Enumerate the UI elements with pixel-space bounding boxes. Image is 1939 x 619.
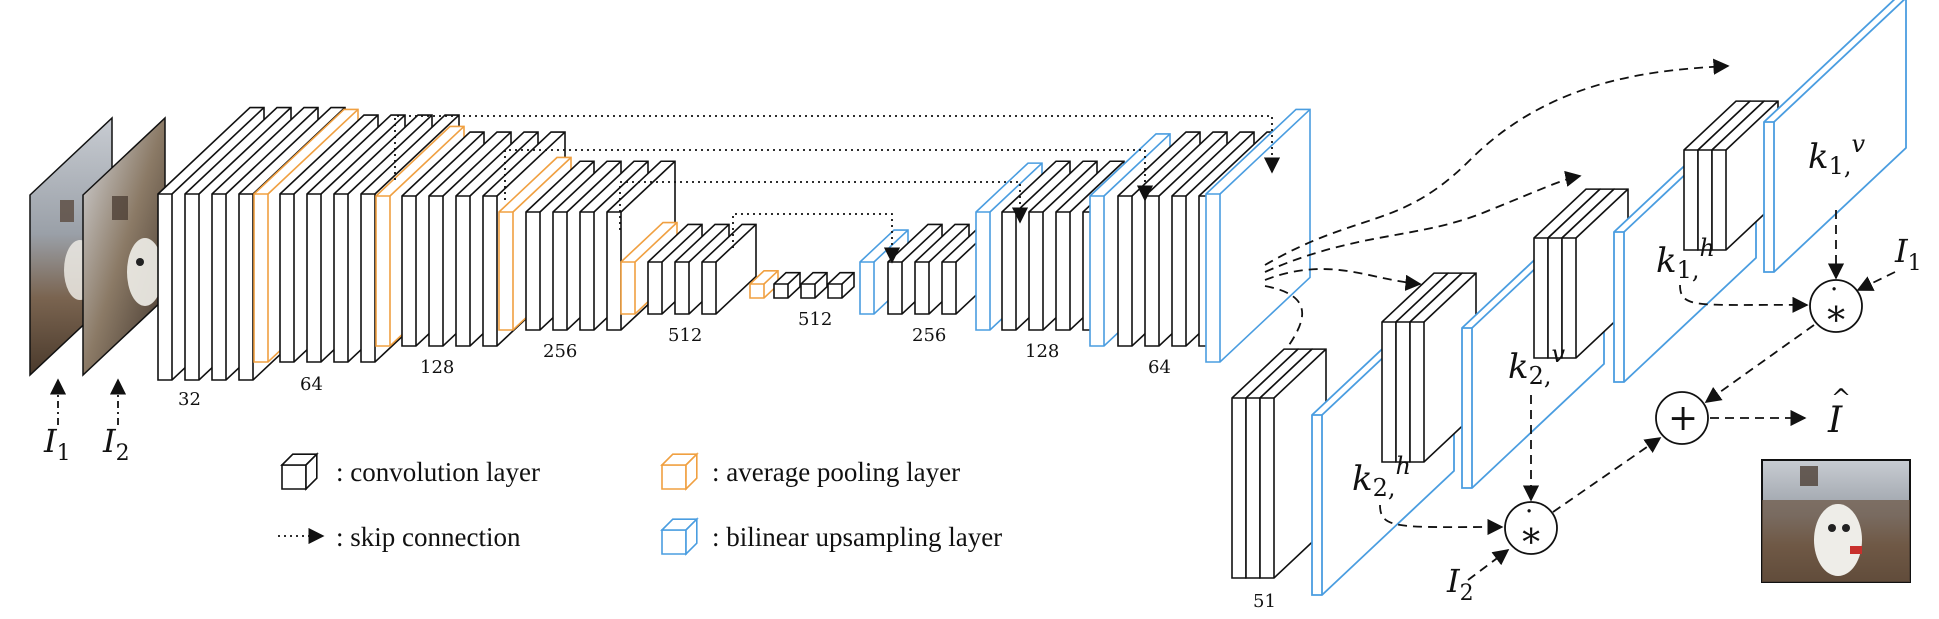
conv-block-512-b-1	[800, 271, 828, 299]
kernel-map-k1v	[1763, 0, 1907, 273]
input-frame-2	[82, 116, 166, 377]
channel-label-32: 32	[178, 389, 201, 410]
conv-block-512-b-0	[773, 271, 801, 299]
sepconv-operator-top: ∗ ·	[1809, 275, 1863, 334]
kernel-conv-k2v-2	[1409, 272, 1477, 463]
pool-layer-5	[749, 270, 779, 299]
arrow-op-to-sum	[1704, 324, 1815, 403]
svg-text:∗: ∗	[1519, 515, 1543, 556]
channel-label-64-b: 64	[1148, 357, 1171, 378]
kernel-conv-k1v-2	[1711, 100, 1779, 251]
legend-upsample-icon	[660, 517, 699, 556]
skip-connection-256	[619, 181, 1029, 230]
sepconv-operator-bottom: ∗ ·	[1504, 497, 1558, 556]
channel-label-256-b: 256	[912, 325, 946, 346]
svg-text:I: I	[1827, 400, 1843, 441]
kernel-stacks	[1231, 0, 1907, 596]
svg-text:∗: ∗	[1824, 293, 1848, 334]
output-label: I ^	[1827, 384, 1851, 441]
side-input-i1: I1	[1894, 232, 1922, 276]
kernel-label-k1v: k1,v	[1808, 130, 1866, 180]
input-label-i1: I1	[43, 422, 71, 466]
channel-label-128-b: 128	[1025, 341, 1059, 362]
svg-text:·: ·	[1830, 275, 1838, 305]
skip-connection-128	[504, 149, 1154, 202]
skip-connection-64	[394, 115, 1281, 180]
channel-label-512-b: 512	[798, 309, 832, 330]
svg-text:+: +	[1668, 398, 1698, 439]
kernel-conv-k2h-2	[1259, 348, 1327, 579]
operator-arrows	[1379, 210, 1896, 581]
kernel-conv-k1h-2	[1561, 188, 1629, 359]
kernel-label-k2v: k2,v	[1508, 340, 1566, 390]
channel-label-64: 64	[300, 374, 323, 395]
skip-connection-512	[732, 213, 901, 264]
sum-operator: +	[1655, 391, 1709, 445]
arrow-k2h-to-op	[1379, 504, 1504, 536]
legend: : convolution layer : average pooling la…	[278, 452, 1002, 556]
output-image	[1761, 459, 1911, 583]
kernel-label-k2h: k2,h	[1352, 452, 1411, 502]
channel-labels: 32 64 128 256 512 512 256 128 64 51	[178, 309, 1276, 612]
side-input-i2: I2	[1446, 562, 1474, 606]
kernel-label-k1h: k1,h	[1656, 234, 1715, 284]
legend-pool-icon	[660, 452, 699, 491]
skip-connections	[394, 115, 1281, 264]
channel-label-128: 128	[420, 357, 454, 378]
branch-to-k1h	[1264, 170, 1582, 273]
arrow-op-to-sum-bottom	[1552, 437, 1662, 513]
arrow-i1-to-op	[1856, 271, 1896, 291]
upsample-layer-4	[1205, 108, 1311, 363]
legend-conv-icon	[280, 452, 319, 491]
arrow-i2-to-op	[1467, 549, 1510, 581]
branch-to-k2v	[1264, 268, 1422, 291]
legend-upsample-label: : bilinear upsampling layer	[712, 522, 1002, 552]
arrow-k1h-to-op	[1679, 284, 1809, 313]
conv-block-512-b-2	[827, 271, 855, 299]
network-layers	[157, 106, 1311, 381]
channel-label-256: 256	[543, 341, 577, 362]
conv-block-512-2	[701, 223, 757, 315]
legend-skip-label: : skip connection	[336, 522, 521, 552]
svg-text:^: ^	[1831, 384, 1851, 412]
legend-pool-label: : average pooling layer	[712, 457, 960, 487]
channel-label-512-a: 512	[668, 325, 702, 346]
channel-label-51: 51	[1253, 591, 1276, 612]
branch-to-k1v	[1264, 58, 1730, 266]
svg-text:·: ·	[1525, 497, 1533, 527]
input-label-i2: I2	[102, 422, 130, 466]
legend-conv-label: : convolution layer	[336, 457, 540, 487]
